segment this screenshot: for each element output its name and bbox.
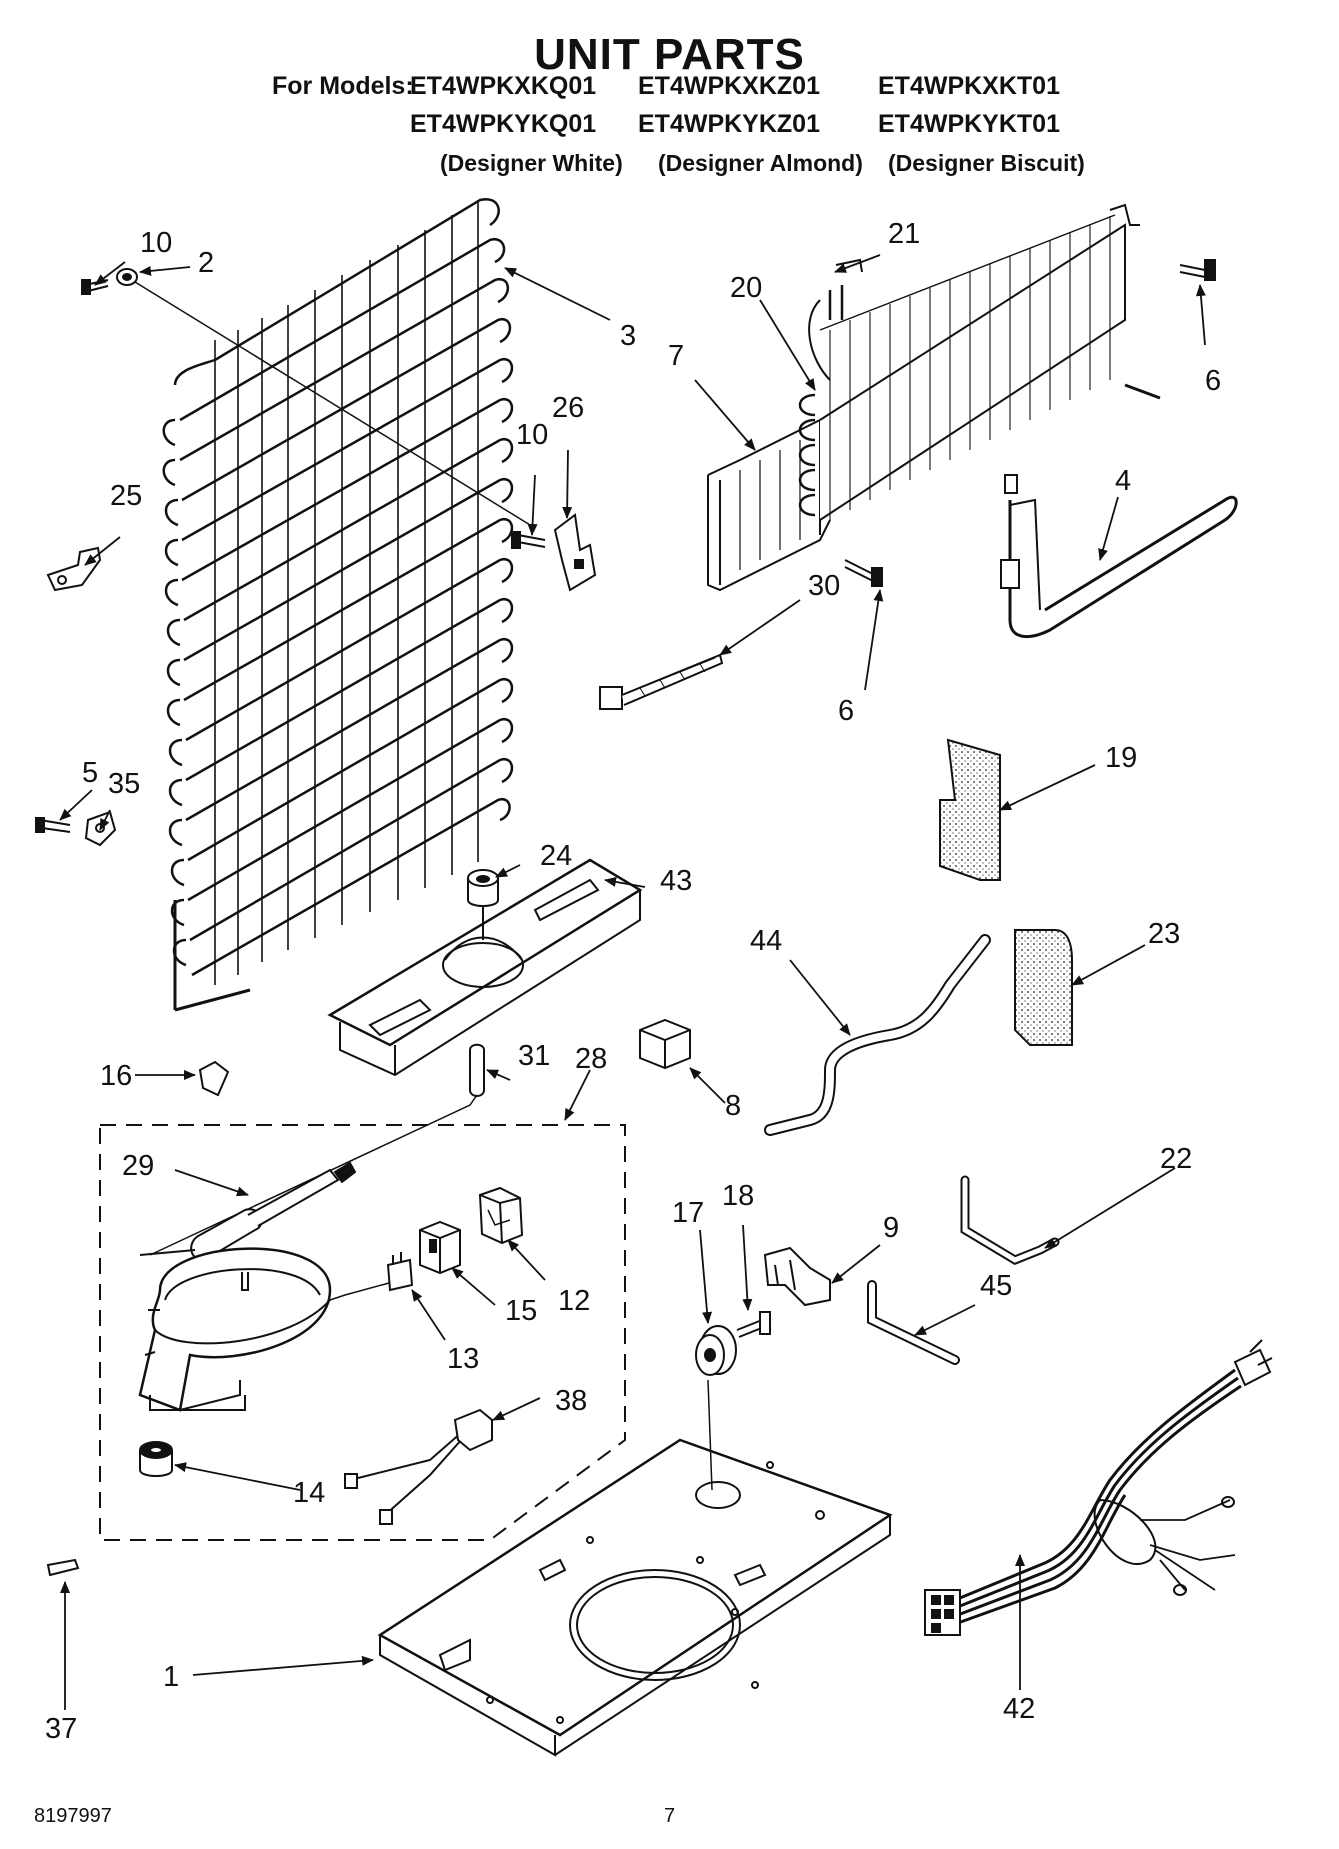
callout-37: 37 [45,1713,77,1745]
heater-part-20 [808,299,831,381]
callout-23: 23 [1148,918,1180,950]
relay-part-15 [419,1220,461,1275]
callout-10: 10 [140,227,172,259]
bracket-part-9 [763,1246,831,1307]
callout-42: 42 [1003,1693,1035,1725]
compressor-kit-box [99,1124,626,1541]
model-number: ET4WPKXKQ01 [410,72,597,100]
callout-3: 3 [620,320,636,352]
callout-15: 15 [505,1295,537,1327]
tube-part-45 [867,1280,960,1365]
callout-25: 25 [110,480,142,512]
wire-harness-part-42 [924,1339,1273,1636]
callout-18: 18 [722,1180,754,1212]
callout-12: 12 [558,1285,590,1317]
foam-block-part-19 [939,738,1001,881]
callout-10b: 10 [516,419,548,451]
callout-22: 22 [1160,1143,1192,1175]
callout-26: 26 [552,392,584,424]
overload-part-13 [386,1258,414,1292]
callout-numbers: 10 2 3 25 10 26 5 35 21 20 7 6 4 30 6 19… [45,218,1221,1745]
for-models-label: For Models: [272,72,414,100]
model-number: ET4WPKYKZ01 [638,110,820,138]
leader-lines [59,254,1206,1710]
harness-part-38 [344,1408,493,1525]
clip-part-37 [46,1558,80,1577]
drain-tube-part-31 [469,1043,485,1097]
callout-24: 24 [540,840,572,872]
cable-tie-part-30 [599,653,724,710]
page-title: UNIT PARTS [534,30,805,79]
cover-part-12 [478,1186,524,1245]
page-number: 7 [664,1805,676,1827]
callout-28: 28 [575,1043,607,1075]
callout-7: 7 [668,340,684,372]
callout-38: 38 [555,1385,587,1417]
callout-1: 1 [163,1661,179,1693]
clip-part-16 [198,1060,230,1097]
foam-block-part-23 [1014,929,1073,1046]
bracket-part-25 [46,546,102,592]
callout-21: 21 [888,218,920,250]
evaporator [707,203,1161,592]
callout-5: 5 [82,757,98,789]
defrost-heater-part-4 [1000,474,1238,639]
wheel-part-17 [695,1325,737,1376]
screw-part-6b [844,559,883,587]
screw-part-5 [35,817,71,833]
callout-35: 35 [108,768,140,800]
callout-30: 30 [808,570,840,602]
dryer-part-29 [139,1161,357,1261]
color-designer-almond: (Designer Almond) [658,150,863,176]
screw-part-10 [81,279,109,295]
callout-29: 29 [122,1150,154,1182]
bolt-part-18 [736,1311,771,1338]
callout-31: 31 [518,1040,550,1072]
clip-part-26 [553,513,597,592]
model-number: ET4WPKXKT01 [878,72,1060,100]
screw-part-10b [511,531,546,549]
compressor [138,1247,401,1412]
screw-part-6a [1179,259,1216,281]
document-number: 8197997 [34,1805,112,1827]
callout-19: 19 [1105,742,1137,774]
callout-20: 20 [730,272,762,304]
callout-6: 6 [1205,365,1221,397]
callout-9: 9 [883,1212,899,1244]
drain-pan-part-43 [327,858,643,1077]
callout-17: 17 [672,1197,704,1229]
callout-43: 43 [660,865,692,897]
callout-4: 4 [1115,465,1131,497]
callout-13: 13 [447,1343,479,1375]
clip-part-21 [835,258,863,273]
color-designer-biscuit: (Designer Biscuit) [888,150,1085,176]
callout-44: 44 [750,925,782,957]
callout-6b: 6 [838,695,854,727]
callout-45: 45 [980,1270,1012,1302]
base-pan-part-1 [377,1438,893,1757]
condenser [162,197,514,1012]
callout-8: 8 [725,1090,741,1122]
grommet-part-14 [139,1441,173,1477]
callout-14: 14 [293,1477,325,1509]
model-number: ET4WPKYKT01 [878,110,1060,138]
model-number: ET4WPKXKZ01 [638,72,820,100]
callout-16: 16 [100,1060,132,1092]
grommet-part-24 [467,869,499,940]
callout-2: 2 [198,247,214,279]
color-designer-white: (Designer White) [440,150,623,176]
model-number: ET4WPKYKQ01 [410,110,597,138]
